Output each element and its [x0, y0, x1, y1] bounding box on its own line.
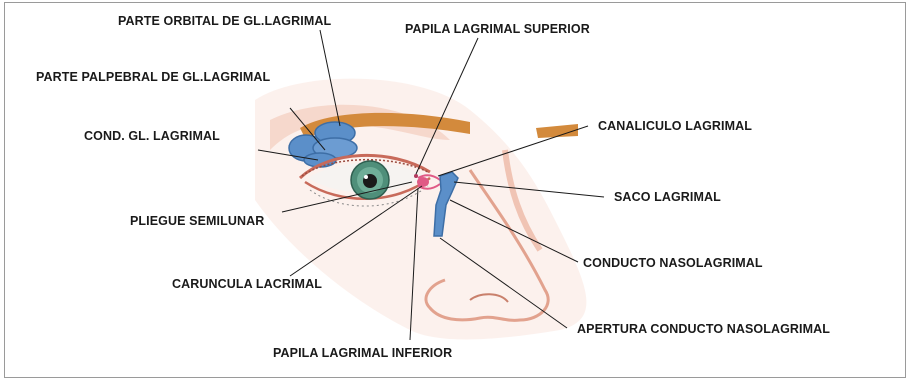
label-caruncula: CARUNCULA LACRIMAL: [172, 277, 322, 291]
label-palpebral: PARTE PALPEBRAL DE GL.LAGRIMAL: [36, 70, 270, 84]
label-papila-inferior: PAPILA LAGRIMAL INFERIOR: [273, 346, 452, 360]
label-pliegue: PLIEGUE SEMILUNAR: [130, 214, 264, 228]
papilla-superior: [414, 174, 418, 178]
label-conducto: CONDUCTO NASOLAGRIMAL: [583, 256, 763, 270]
label-papila-superior: PAPILA LAGRIMAL SUPERIOR: [405, 22, 590, 36]
label-saco: SACO LAGRIMAL: [614, 190, 721, 204]
label-canaliculo: CANALICULO LAGRIMAL: [598, 119, 752, 133]
label-apertura: APERTURA CONDUCTO NASOLAGRIMAL: [577, 322, 830, 336]
label-conductos-glandula: COND. GL. LAGRIMAL: [84, 129, 220, 143]
label-orbital: PARTE ORBITAL DE GL.LAGRIMAL: [118, 14, 331, 28]
pupil-highlight: [364, 175, 368, 179]
